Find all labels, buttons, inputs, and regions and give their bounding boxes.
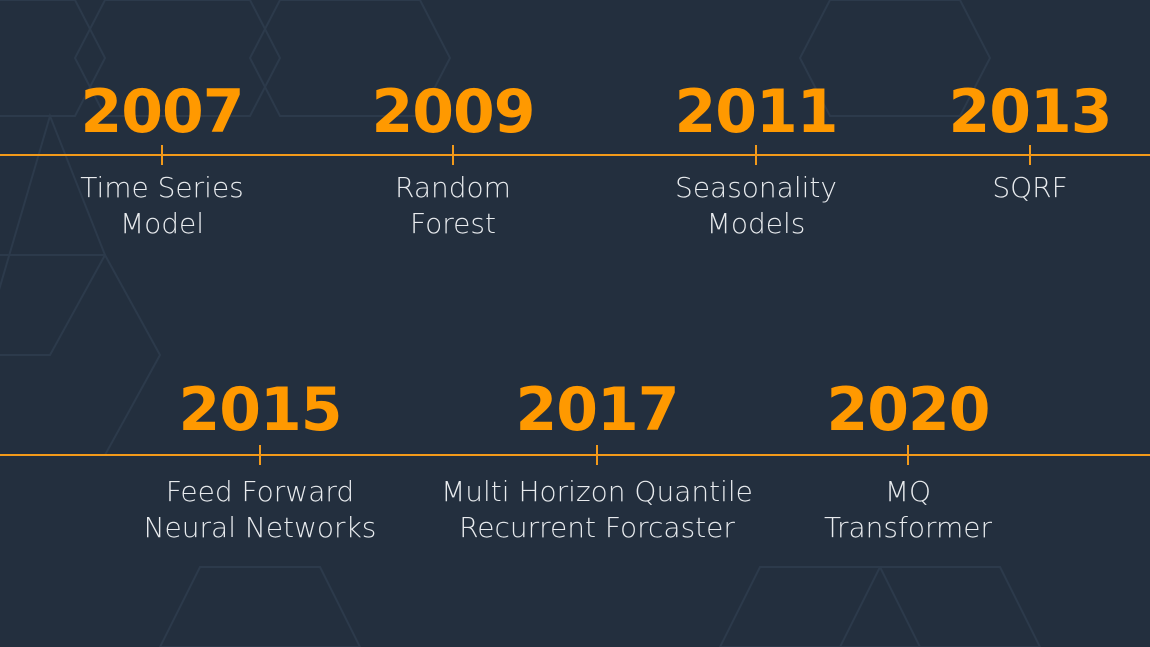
milestone-year: 2013 <box>948 77 1113 147</box>
milestone-2015: 2015 Feed Forward Neural Networks <box>80 375 440 544</box>
timeline-tick <box>596 445 598 465</box>
milestone-year: 2015 <box>178 375 343 445</box>
timeline-tick <box>259 445 261 465</box>
timeline-line-bottom <box>0 454 1150 456</box>
timeline-tick <box>1029 145 1031 165</box>
timeline-tick <box>452 145 454 165</box>
timeline-tick <box>755 145 757 165</box>
milestone-2009: 2009 Random Forest <box>273 77 633 240</box>
timeline-line-top <box>0 154 1150 156</box>
timeline-tick <box>907 445 909 465</box>
milestone-label: Feed Forward Neural Networks <box>143 475 377 544</box>
milestone-year: 2011 <box>674 77 839 147</box>
milestone-label: MQ Transformer <box>823 475 992 544</box>
milestone-label: Time Series Model <box>80 171 244 240</box>
milestone-2007: 2007 Time Series Model <box>0 77 342 240</box>
milestone-label: Random Forest <box>395 171 511 240</box>
timeline-tick <box>161 145 163 165</box>
milestone-label: SQRF <box>992 171 1068 204</box>
milestone-label: Seasonality Models <box>675 171 837 240</box>
milestone-year: 2007 <box>80 77 245 147</box>
milestone-year: 2020 <box>826 375 991 445</box>
milestone-year: 2017 <box>515 375 680 445</box>
milestone-label: Multi Horizon Quantile Recurrent Forcast… <box>441 475 753 544</box>
milestone-2017: 2017 Multi Horizon Quantile Recurrent Fo… <box>417 375 777 544</box>
milestone-year: 2009 <box>371 77 536 147</box>
milestone-2013: 2013 SQRF <box>850 77 1150 204</box>
milestone-2011: 2011 Seasonality Models <box>576 77 936 240</box>
milestone-2020: 2020 MQ Transformer <box>728 375 1088 544</box>
